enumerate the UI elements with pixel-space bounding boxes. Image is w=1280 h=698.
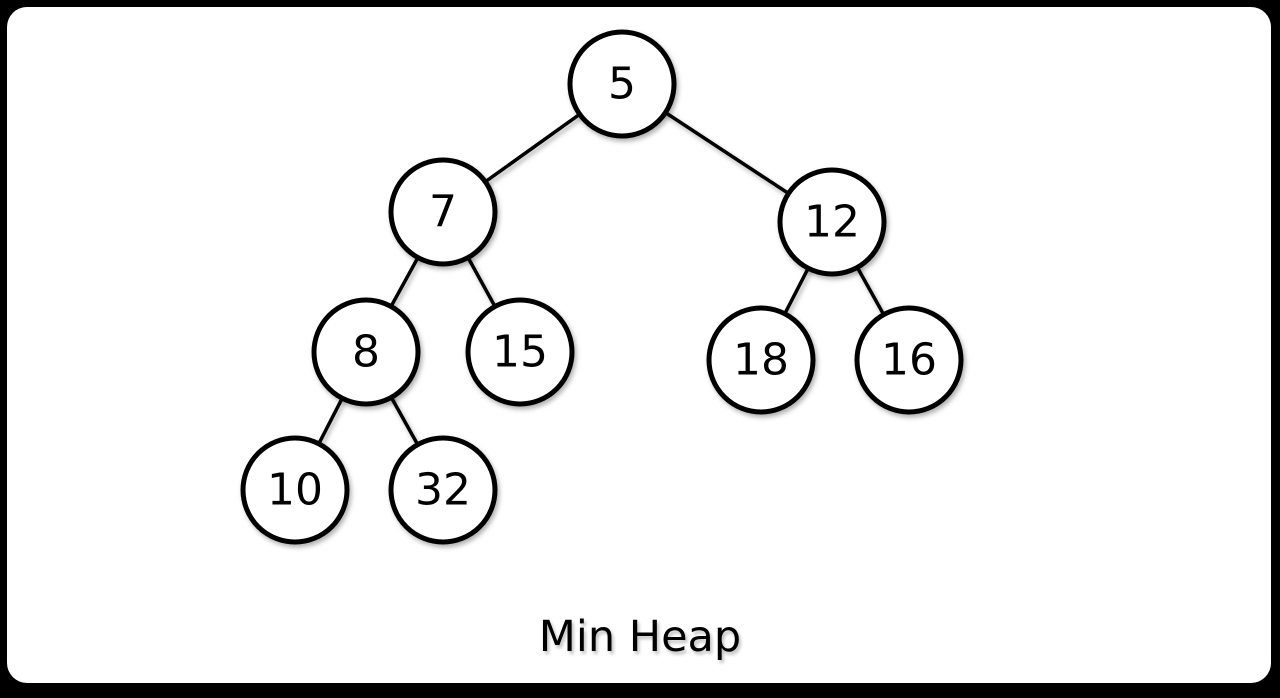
tree-node-value: 15	[492, 327, 548, 378]
tree-node-value: 12	[804, 197, 860, 248]
tree-node-circle	[311, 297, 421, 407]
tree-node-value: 5	[608, 59, 636, 110]
tree-node-circle	[388, 435, 498, 545]
tree-node-value: 18	[733, 335, 789, 386]
tree-node-value: 8	[352, 327, 380, 378]
tree-node-7: 7	[388, 157, 498, 267]
nodes-layer: 5 7 12 8 15 18 16 10 32	[240, 29, 964, 545]
tree-node-circle	[854, 305, 964, 415]
tree-node-32: 32	[388, 435, 498, 545]
tree-node-8: 8	[311, 297, 421, 407]
tree-node-10: 10	[240, 435, 350, 545]
tree-node-circle	[706, 305, 816, 415]
tree-node-circle	[240, 435, 350, 545]
tree-node-value: 16	[881, 335, 937, 386]
tree-node-value: 7	[429, 187, 457, 238]
tree-node-12: 12	[777, 167, 887, 277]
edges-layer	[293, 82, 911, 491]
tree-node-16: 16	[854, 305, 964, 415]
tree-node-15: 15	[465, 297, 575, 407]
tree-node-circle	[465, 297, 575, 407]
tree-node-circle	[777, 167, 887, 277]
tree-node-circle	[388, 157, 498, 267]
diagram-caption: Min Heap	[538, 612, 742, 662]
tree-node-value: 10	[267, 465, 323, 516]
tree-node-18: 18	[706, 305, 816, 415]
tree-node-value: 32	[415, 465, 471, 516]
tree-node-5: 5	[567, 29, 677, 139]
tree-node-circle	[567, 29, 677, 139]
